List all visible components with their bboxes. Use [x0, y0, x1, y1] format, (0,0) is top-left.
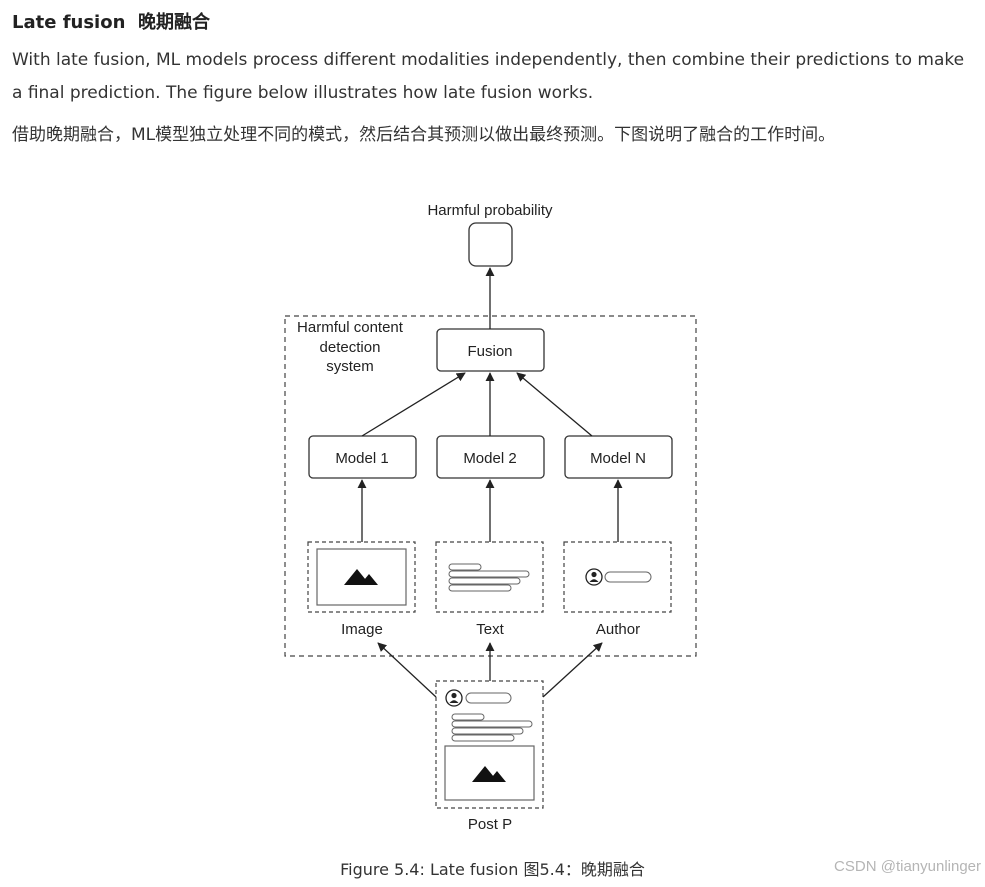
- figure-caption: Figure 5.4: Late fusion 图5.4：晚期融合: [340, 860, 645, 879]
- user-avatar-icon: [585, 568, 603, 586]
- output-label: Harmful probability: [427, 202, 553, 219]
- author-label: Author: [596, 621, 640, 638]
- model-n-label: Model N: [590, 450, 646, 467]
- system-label-line3: system: [326, 358, 374, 375]
- model-n-box: [564, 435, 673, 479]
- system-label-line1: Harmful content: [297, 319, 404, 336]
- post-label: Post P: [468, 816, 512, 833]
- model-2-label: Model 2: [463, 450, 516, 467]
- section-heading: Late fusion 晚期融合: [12, 8, 210, 34]
- post-user-avatar-icon: [445, 689, 463, 707]
- text-lines-icon: [448, 563, 530, 592]
- section-title-zh: 晚期融合: [137, 12, 210, 33]
- output-box: [468, 222, 513, 267]
- post-author-pill: [465, 692, 512, 704]
- paragraph-chinese: 借助晚期融合，ML模型独立处理不同的模式，然后结合其预测以做出最终预测。下图说明…: [12, 125, 836, 145]
- arrow-model1-to-fusion: [361, 372, 466, 437]
- mountain-icon: [344, 569, 378, 585]
- post-text-lines-icon: [451, 713, 533, 742]
- author-name-pill: [604, 571, 652, 583]
- section-title: Late fusion: [12, 12, 126, 33]
- image-label: Image: [341, 621, 383, 638]
- watermark: CSDN @tianyunlinger: [834, 858, 981, 875]
- text-label: Text: [476, 621, 504, 638]
- arrow-post-to-image: [377, 642, 437, 698]
- post-mountain-icon: [472, 766, 506, 782]
- system-label-line2: detection: [320, 339, 381, 356]
- arrow-modeln-to-fusion: [516, 372, 593, 437]
- model-1-label: Model 1: [335, 450, 388, 467]
- arrow-post-to-author: [542, 642, 603, 698]
- fusion-label: Fusion: [467, 343, 512, 360]
- paragraph-english: With late fusion, ML models process diff…: [12, 50, 965, 103]
